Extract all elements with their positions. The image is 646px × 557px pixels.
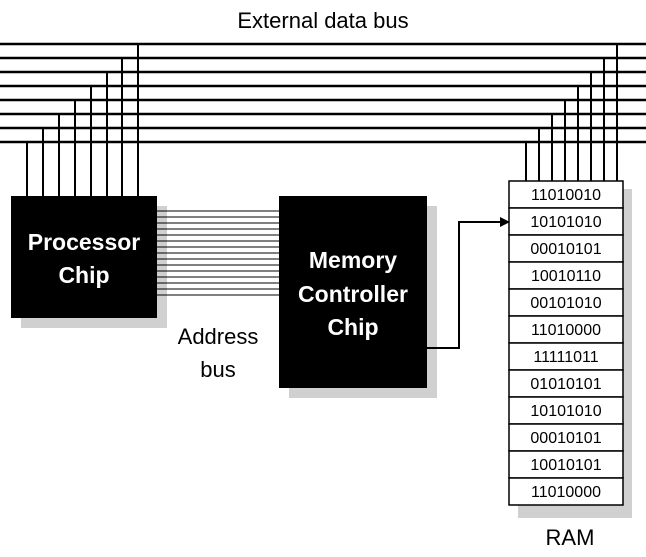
processor-chip: Processor Chip xyxy=(11,196,167,328)
controller-to-ram-arrow xyxy=(427,217,510,349)
ram-cell-value: 10010110 xyxy=(531,268,601,285)
address-bus-label-line2: bus xyxy=(200,357,235,382)
ram-cell xyxy=(508,450,624,479)
memory-controller-label-line2: Controller xyxy=(298,281,408,307)
ram-cell-value: 10010101 xyxy=(530,457,601,474)
ram-cell xyxy=(508,477,624,506)
ram-cell xyxy=(508,369,624,398)
ram-cell-value: 01010101 xyxy=(530,376,601,393)
ram-cell-value: 00010101 xyxy=(530,241,601,258)
processor-chip-label-line2: Chip xyxy=(58,262,109,288)
ram-module: 11010010 10101010 00010101 10010110 00101010… xyxy=(508,180,632,518)
ram-cell-value: 11010000 xyxy=(531,322,601,339)
ram-cell-value: 10101010 xyxy=(530,214,601,231)
ram-cells: 11010010 10101010 00010101 10010110 00101010… xyxy=(508,180,624,506)
ram-cell-value: 00101010 xyxy=(530,295,601,312)
memory-controller-chip-body xyxy=(279,196,427,388)
memory-controller-label-line3: Chip xyxy=(327,314,378,340)
ram-label: RAM xyxy=(546,525,595,550)
ram-cell-value: 00010101 xyxy=(530,430,601,447)
ram-cell xyxy=(508,180,624,209)
ram-cell-value: 11010010 xyxy=(531,187,601,204)
processor-chip-body xyxy=(11,196,157,318)
ram-cell-value: 11111011 xyxy=(533,349,598,366)
external-data-bus-label: External data bus xyxy=(237,8,408,33)
address-bus xyxy=(157,210,279,296)
ram-cell-value: 10101010 xyxy=(530,403,601,420)
memory-controller-chip: Memory Controller Chip xyxy=(279,196,437,398)
ram-cell-value: 11010000 xyxy=(531,484,601,501)
ram-cell xyxy=(508,423,624,452)
processor-chip-label-line1: Processor xyxy=(28,229,141,255)
address-bus-label-line1: Address xyxy=(178,324,259,349)
ram-cell xyxy=(508,342,624,371)
memory-controller-label-line1: Memory xyxy=(309,247,397,273)
external-data-bus xyxy=(0,42,646,196)
